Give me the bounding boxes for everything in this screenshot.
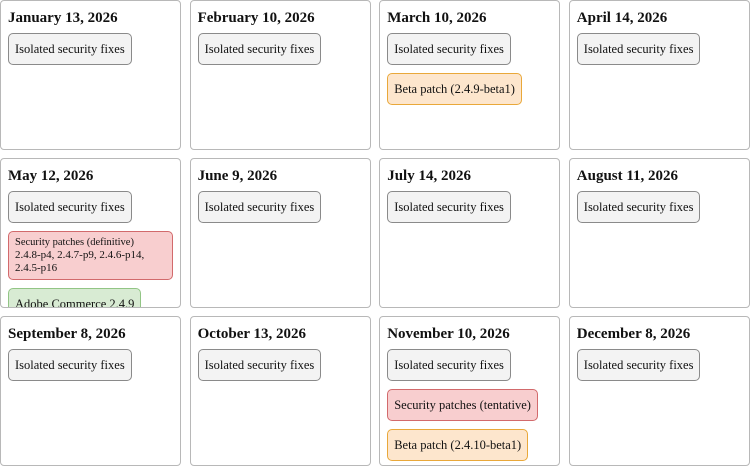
security-fixes-tag: Isolated security fixes: [387, 33, 511, 65]
tag-detail: 2.4.8-p4, 2.4.7-p9, 2.4.6-p14, 2.4.5-p16: [15, 249, 145, 274]
month-date: January 13, 2026: [8, 10, 118, 26]
month-date: September 8, 2026: [8, 326, 126, 342]
security-fixes-tag: Isolated security fixes: [197, 191, 322, 223]
tag-label: Isolated security fixes: [15, 358, 125, 372]
beta-patch-tag: Beta patch (2.4.10-beta1): [387, 429, 529, 461]
tag-label: Isolated security fixes: [204, 358, 315, 372]
tag-label: Adobe Commerce 2.4.9: [15, 297, 135, 308]
security-fixes-tag: Isolated security fixes: [8, 349, 132, 381]
tag-label: Beta patch (2.4.9-beta1): [394, 82, 515, 96]
security-fixes-tag: Isolated security fixes: [576, 191, 701, 223]
tag-label: Isolated security fixes: [583, 42, 694, 56]
security-patches-tag: Security patches (definitive)2.4.8-p4, 2…: [8, 231, 173, 280]
security-fixes-tag: Isolated security fixes: [576, 33, 701, 65]
tag-label: Isolated security fixes: [15, 200, 125, 214]
tag-label: Isolated security fixes: [394, 42, 504, 56]
tag-label: Security patches (tentative): [394, 398, 531, 412]
tag-label: Isolated security fixes: [583, 200, 694, 214]
month-date: October 13, 2026: [197, 326, 307, 342]
month-date: April 14, 2026: [576, 10, 668, 26]
security-fixes-tag: Isolated security fixes: [197, 33, 322, 65]
release-tag: Adobe Commerce 2.4.9: [8, 288, 142, 308]
tag-label: Beta patch (2.4.10-beta1): [394, 438, 522, 452]
security-fixes-tag: Isolated security fixes: [8, 33, 132, 65]
month-date: May 12, 2026: [8, 168, 94, 184]
month-date: August 11, 2026: [576, 168, 679, 184]
month-date: December 8, 2026: [576, 326, 691, 342]
tag-label: Isolated security fixes: [394, 200, 504, 214]
month-date: June 9, 2026: [197, 168, 278, 184]
month-date: February 10, 2026: [197, 10, 315, 26]
month-date: July 14, 2026: [387, 168, 471, 184]
tag-label: Isolated security fixes: [394, 358, 504, 372]
tag-label: Isolated security fixes: [583, 358, 694, 372]
beta-patch-tag: Beta patch (2.4.9-beta1): [387, 73, 522, 105]
security-fixes-tag: Isolated security fixes: [576, 349, 701, 381]
security-fixes-tag: Isolated security fixes: [387, 349, 511, 381]
security-patches-tag: Security patches (tentative): [387, 389, 538, 421]
tag-label: Isolated security fixes: [204, 42, 315, 56]
month-date: November 10, 2026: [387, 326, 510, 342]
security-fixes-tag: Isolated security fixes: [8, 191, 132, 223]
tag-label: Isolated security fixes: [204, 200, 315, 214]
tag-label: Security patches (definitive): [15, 237, 134, 248]
security-fixes-tag: Isolated security fixes: [197, 349, 322, 381]
month-date: March 10, 2026: [387, 10, 487, 26]
tag-label: Isolated security fixes: [15, 42, 125, 56]
security-fixes-tag: Isolated security fixes: [387, 191, 511, 223]
